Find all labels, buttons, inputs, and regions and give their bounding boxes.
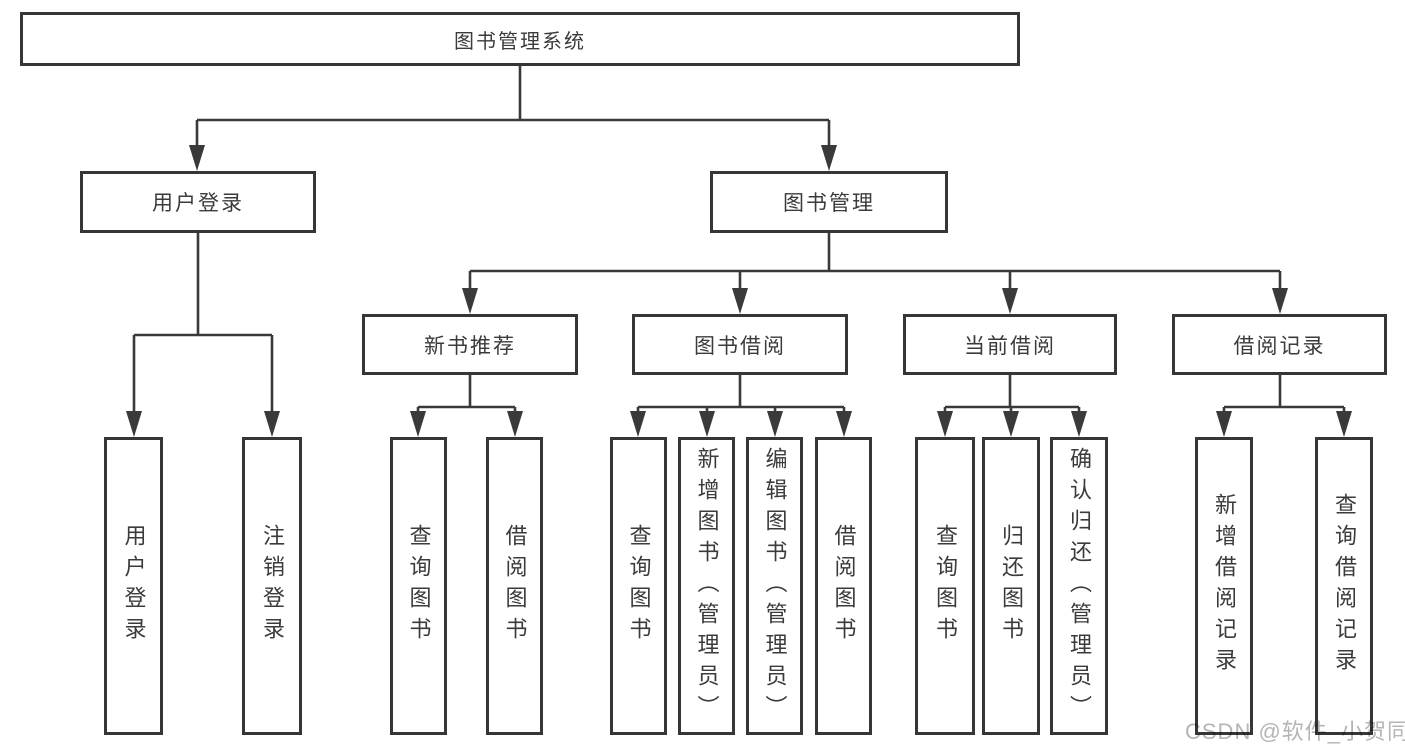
- connector-user-login-to-leaves: [132, 233, 274, 416]
- node-new-book-recommend: 新书推荐: [362, 314, 578, 375]
- leaf-logout-login-label: 注销登录: [260, 524, 285, 648]
- leaf-borrow-query-books: 查询图书: [610, 437, 667, 735]
- leaf-newbook-query-books: 查询图书: [390, 437, 447, 735]
- node-borrow-records: 借阅记录: [1172, 314, 1387, 375]
- connector-current-borrow-to-leaves: [943, 375, 1081, 416]
- leaf-borrow-edit-books-admin: 编辑图书（管理员）: [746, 437, 803, 735]
- leaf-current-query-books-label: 查询图书: [933, 524, 958, 648]
- arrowhead: [836, 411, 852, 437]
- arrowhead: [1272, 288, 1288, 314]
- node-root: 图书管理系统: [20, 12, 1020, 66]
- leaf-records-query: 查询借阅记录: [1315, 437, 1373, 735]
- arrowhead: [1071, 411, 1087, 437]
- arrowhead: [126, 411, 142, 437]
- arrowhead: [507, 411, 523, 437]
- arrowhead: [630, 411, 646, 437]
- leaf-records-query-label: 查询借阅记录: [1332, 493, 1357, 679]
- leaf-current-confirm-return-admin: 确认归还（管理员）: [1050, 437, 1108, 735]
- arrowhead: [699, 411, 715, 437]
- leaf-current-confirm-return-admin-label: 确认归还（管理员）: [1067, 446, 1092, 726]
- leaf-user-login-label: 用户登录: [121, 524, 147, 648]
- node-new-book-recommend-label: 新书推荐: [424, 334, 516, 358]
- arrowhead: [189, 145, 205, 171]
- arrowhead: [732, 288, 748, 314]
- leaf-borrow-query-books-label: 查询图书: [626, 524, 652, 648]
- node-current-borrow-label: 当前借阅: [964, 334, 1056, 358]
- arrowhead: [410, 411, 426, 437]
- leaf-borrow-borrow-books-label: 借阅图书: [831, 524, 857, 648]
- leaf-records-add-label: 新增借阅记录: [1212, 493, 1237, 679]
- leaf-newbook-borrow-books: 借阅图书: [486, 437, 543, 735]
- leaf-current-query-books: 查询图书: [915, 437, 975, 735]
- arrowhead: [821, 145, 837, 171]
- node-user-login: 用户登录: [80, 171, 316, 233]
- leaf-newbook-borrow-books-label: 借阅图书: [502, 524, 528, 648]
- arrowhead: [264, 411, 280, 437]
- leaf-borrow-edit-books-admin-label: 编辑图书（管理员）: [762, 446, 788, 726]
- leaf-current-return-books: 归还图书: [982, 437, 1040, 735]
- leaf-borrow-add-books-admin-label: 新增图书（管理员）: [694, 446, 720, 726]
- node-book-borrow: 图书借阅: [632, 314, 848, 375]
- connector-book-management-to-level3: [468, 233, 1282, 293]
- arrowhead: [767, 411, 783, 437]
- arrowhead: [937, 411, 953, 437]
- node-current-borrow: 当前借阅: [903, 314, 1117, 375]
- csdn-watermark: CSDN @软件_小贺同学: [1185, 719, 1405, 744]
- connector-root-to-level2: [195, 66, 831, 150]
- connector-borrow-records-to-leaves: [1222, 375, 1346, 416]
- node-book-management: 图书管理: [710, 171, 948, 233]
- node-book-management-label: 图书管理: [783, 192, 875, 215]
- leaf-current-return-books-label: 归还图书: [999, 524, 1024, 648]
- arrowhead: [1336, 411, 1352, 437]
- leaf-borrow-borrow-books: 借阅图书: [815, 437, 872, 735]
- leaf-newbook-query-books-label: 查询图书: [406, 524, 432, 648]
- node-user-login-label: 用户登录: [152, 192, 244, 215]
- leaf-records-add: 新增借阅记录: [1195, 437, 1253, 735]
- arrowhead: [462, 288, 478, 314]
- node-book-borrow-label: 图书借阅: [694, 334, 786, 358]
- connector-book-borrow-to-leaves: [636, 375, 846, 416]
- leaf-user-login: 用户登录: [104, 437, 163, 735]
- leaf-borrow-add-books-admin: 新增图书（管理员）: [678, 437, 735, 735]
- arrowhead: [1003, 411, 1019, 437]
- node-borrow-records-label: 借阅记录: [1233, 334, 1326, 358]
- connector-new-book-to-leaves: [416, 375, 517, 416]
- leaf-logout-login: 注销登录: [242, 437, 302, 735]
- arrowhead: [1002, 288, 1018, 314]
- arrowhead: [1216, 411, 1232, 437]
- node-root-label: 图书管理系统: [454, 30, 586, 53]
